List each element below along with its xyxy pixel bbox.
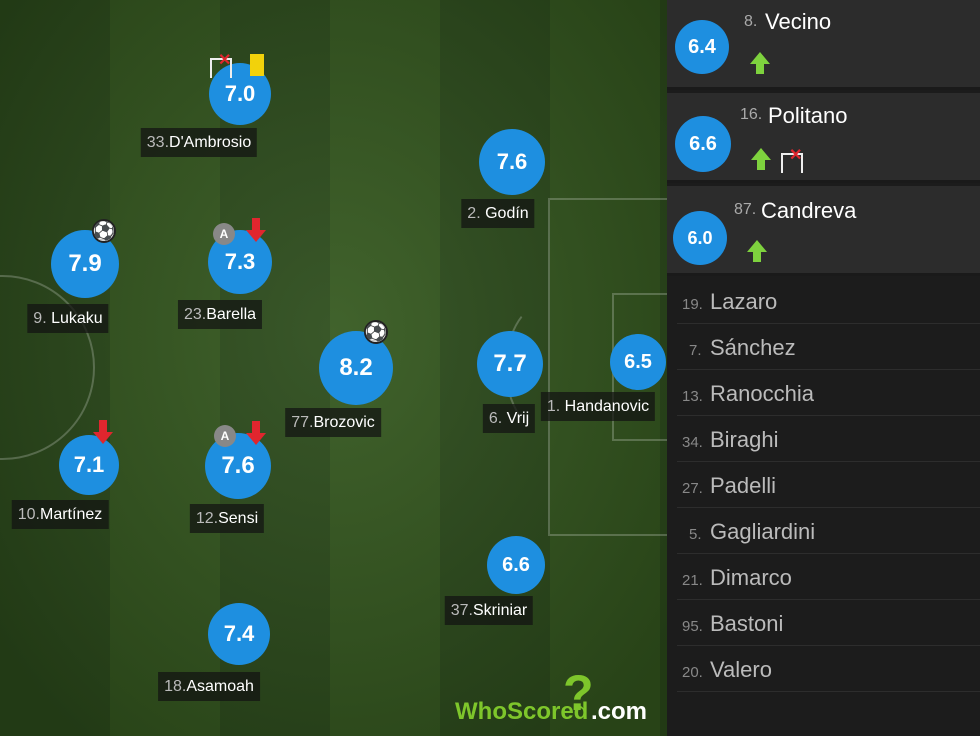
bench-player[interactable]: 21. Dimarco	[677, 554, 980, 600]
player-name: Gagliardini	[710, 519, 816, 544]
bench-player[interactable]: 20. Valero	[677, 646, 980, 692]
player-rating: 8.2	[319, 331, 393, 405]
player-number: 8.	[744, 13, 758, 30]
player-name: Padelli	[710, 473, 777, 498]
player-number: 87.	[734, 201, 757, 218]
bench-player[interactable]: 27. Padelli	[677, 462, 980, 508]
player-name: 18.Asamoah	[158, 672, 260, 701]
player-name: Sánchez	[710, 335, 796, 360]
substitutes-panel: 6.4 8. Vecino 6.6 16. Politano ✕ 6.0 87.…	[667, 0, 980, 736]
bench-player[interactable]: 19. Lazaro	[677, 278, 980, 324]
player-name: Vecino	[765, 9, 832, 34]
player-name: 23.Barella	[177, 300, 263, 329]
bench-player[interactable]: 95. Bastoni	[677, 600, 980, 646]
sub-on-arrow-icon	[750, 52, 770, 74]
player-name: 77.Brozovic	[285, 408, 381, 437]
bench-player[interactable]: 13. Ranocchia	[677, 370, 980, 416]
player-rating: 7.1	[59, 435, 119, 495]
player-name: Lazaro	[710, 289, 778, 314]
player-number: 20.	[682, 664, 703, 681]
player-number: 13.	[682, 388, 703, 405]
player-rating: 6.6	[675, 116, 731, 172]
sub-used-vecino[interactable]: 6.4 8. Vecino	[667, 0, 980, 90]
sub-used-politano[interactable]: 6.6 16. Politano ✕	[667, 93, 980, 183]
player-number: 95.	[682, 618, 703, 635]
sub-on-arrow-icon	[751, 148, 771, 170]
player-name: 12.Sensi	[189, 504, 265, 533]
player-rating: 6.4	[675, 20, 729, 74]
player-name: Politano	[768, 103, 848, 128]
player-name: 9. Lukaku	[27, 304, 109, 333]
sub-used-candreva[interactable]: 6.0 87. Candreva	[667, 186, 980, 276]
player-rating: 7.7	[477, 331, 543, 397]
player-name: Bastoni	[710, 611, 784, 636]
bench-player[interactable]: 34. Biraghi	[677, 416, 980, 462]
goalpost-x-icon: ✕	[781, 147, 803, 173]
player-name: 6. Vrij	[482, 404, 536, 433]
player-name: 37.Skriniar	[444, 596, 534, 625]
sub-off-arrow-icon	[93, 420, 113, 444]
soccer-ball-icon: ⚽	[364, 320, 388, 344]
assist-icon: A	[213, 223, 235, 245]
bench-player[interactable]: 5. Gagliardini	[677, 508, 980, 554]
player-name: Ranocchia	[710, 381, 814, 406]
sub-off-arrow-icon	[246, 218, 266, 242]
player-name: Candreva	[761, 198, 857, 223]
player-rating: 6.6	[487, 536, 545, 594]
player-number: 19.	[682, 296, 703, 313]
yellow-card-icon	[250, 54, 264, 76]
whoscored-logo: ? WhoScored .com	[455, 665, 648, 725]
player-name: 10.Martínez	[11, 500, 109, 529]
player-rating: 6.0	[673, 211, 727, 265]
player-number: 16.	[740, 106, 763, 123]
goalpost-x-icon: ✕	[210, 52, 232, 78]
sub-on-arrow-icon	[747, 240, 767, 262]
player-number: 27.	[682, 480, 703, 497]
player-rating: 6.5	[610, 334, 666, 390]
player-name: Biraghi	[710, 427, 779, 452]
player-name: Valero	[710, 657, 772, 682]
player-number: 5.	[689, 526, 702, 543]
player-name: 33.D'Ambrosio	[140, 128, 258, 157]
soccer-ball-icon: ⚽	[92, 219, 116, 243]
bench-player[interactable]: 7. Sánchez	[677, 324, 980, 370]
sub-off-arrow-icon	[246, 421, 266, 445]
player-number: 34.	[682, 434, 703, 451]
player-rating: 7.4	[208, 603, 270, 665]
pitch: 7.0 33.D'Ambrosio ✕ 7.6 2. Godín 7.9 9. …	[0, 0, 667, 736]
player-name: 1. Handanovic	[540, 392, 656, 421]
assist-icon: A	[214, 425, 236, 447]
player-number: 7.	[689, 342, 702, 359]
player-name: 2. Godín	[461, 199, 535, 228]
player-name: Dimarco	[710, 565, 792, 590]
player-number: 21.	[682, 572, 703, 589]
player-rating: 7.6	[479, 129, 545, 195]
